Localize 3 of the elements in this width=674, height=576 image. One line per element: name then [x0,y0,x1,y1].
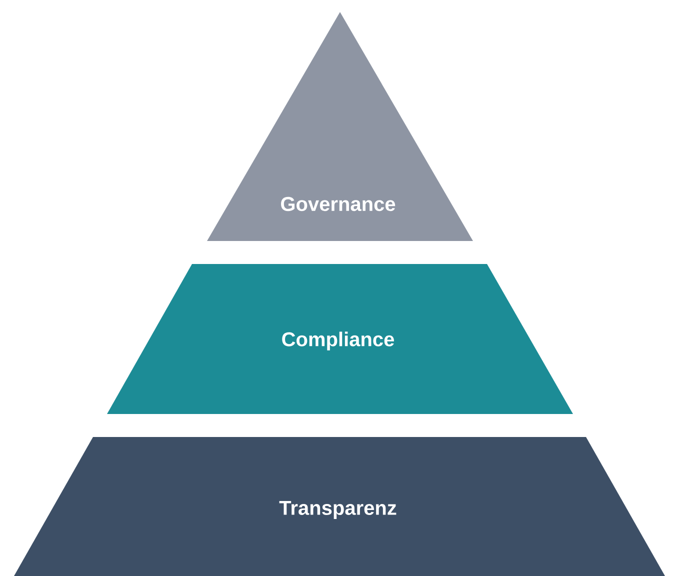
pyramid-level: Compliance [107,264,573,414]
pyramid-level: Transparenz [14,437,665,576]
pyramid-level: Governance [207,12,473,241]
